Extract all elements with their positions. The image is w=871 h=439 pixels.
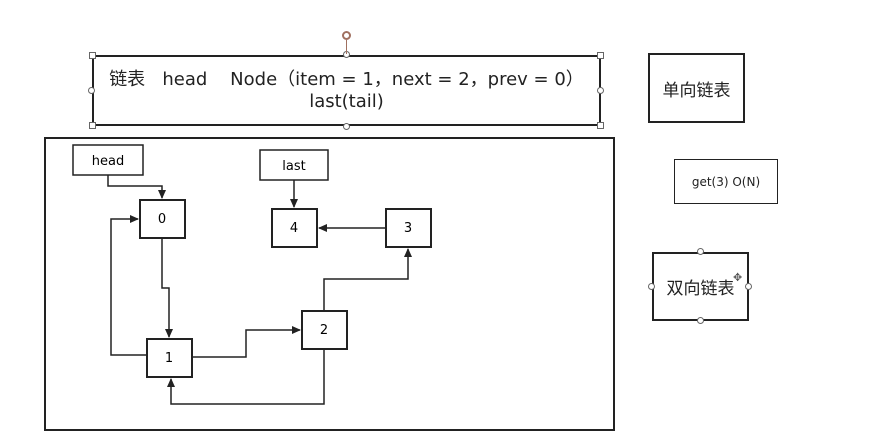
resize-handle-left[interactable] [88, 87, 95, 94]
node-4-box [271, 208, 318, 248]
edge-2-to-3 [323, 248, 412, 311]
resize-handle-top-right[interactable] [597, 52, 604, 59]
edge-0-to-1 [161, 238, 173, 338]
node-0-box [139, 199, 186, 239]
node-1-box [146, 338, 193, 378]
resize-handle-bottom[interactable] [343, 123, 350, 130]
resize-handle-bottom-right[interactable] [597, 122, 604, 129]
double-box-handle-bottom[interactable] [697, 317, 704, 324]
last-pointer-label: last [282, 159, 305, 174]
rotation-stem [346, 40, 347, 54]
edge-1-to-2 [192, 326, 301, 358]
node-0-label: 0 [158, 212, 166, 227]
move-cursor-icon: ✥ [733, 271, 743, 284]
last-pointer-box [259, 149, 329, 181]
double-box-handle-right[interactable] [745, 283, 752, 290]
get-complexity-box[interactable]: get(3) O(N) [674, 159, 778, 204]
edge-head-to-0 [107, 175, 166, 199]
title-line-1: 链表 head Node（item = 1，next = 2，prev = 0） [109, 68, 584, 90]
node-1-label: 1 [165, 351, 173, 366]
double-box-handle-left[interactable] [648, 283, 655, 290]
title-line-2: last(tail) [309, 90, 384, 112]
resize-handle-right[interactable] [597, 87, 604, 94]
title-textbox[interactable]: 链表 head Node（item = 1，next = 2，prev = 0）… [92, 55, 601, 126]
node-3-box [385, 208, 432, 248]
diagram-frame [44, 137, 615, 431]
node-3-label: 3 [404, 221, 412, 236]
node-4-label: 4 [290, 221, 298, 236]
single-linked-list-box[interactable]: 单向链表 [648, 53, 745, 123]
node-2-label: 2 [320, 323, 328, 338]
edge-2-to-1 [167, 349, 325, 405]
double-linked-list-label: 双向链表 [666, 279, 735, 299]
resize-handle-top-left[interactable] [89, 52, 96, 59]
rotation-handle[interactable] [342, 31, 351, 40]
get-complexity-label: get(3) O(N) [691, 174, 761, 189]
double-box-handle-top[interactable] [697, 248, 704, 255]
head-pointer-box [72, 144, 144, 176]
resize-handle-bottom-left[interactable] [89, 122, 96, 129]
single-linked-list-label: 单向链表 [662, 80, 731, 101]
edge-1-to-0 [110, 215, 147, 356]
head-pointer-label: head [92, 154, 124, 169]
